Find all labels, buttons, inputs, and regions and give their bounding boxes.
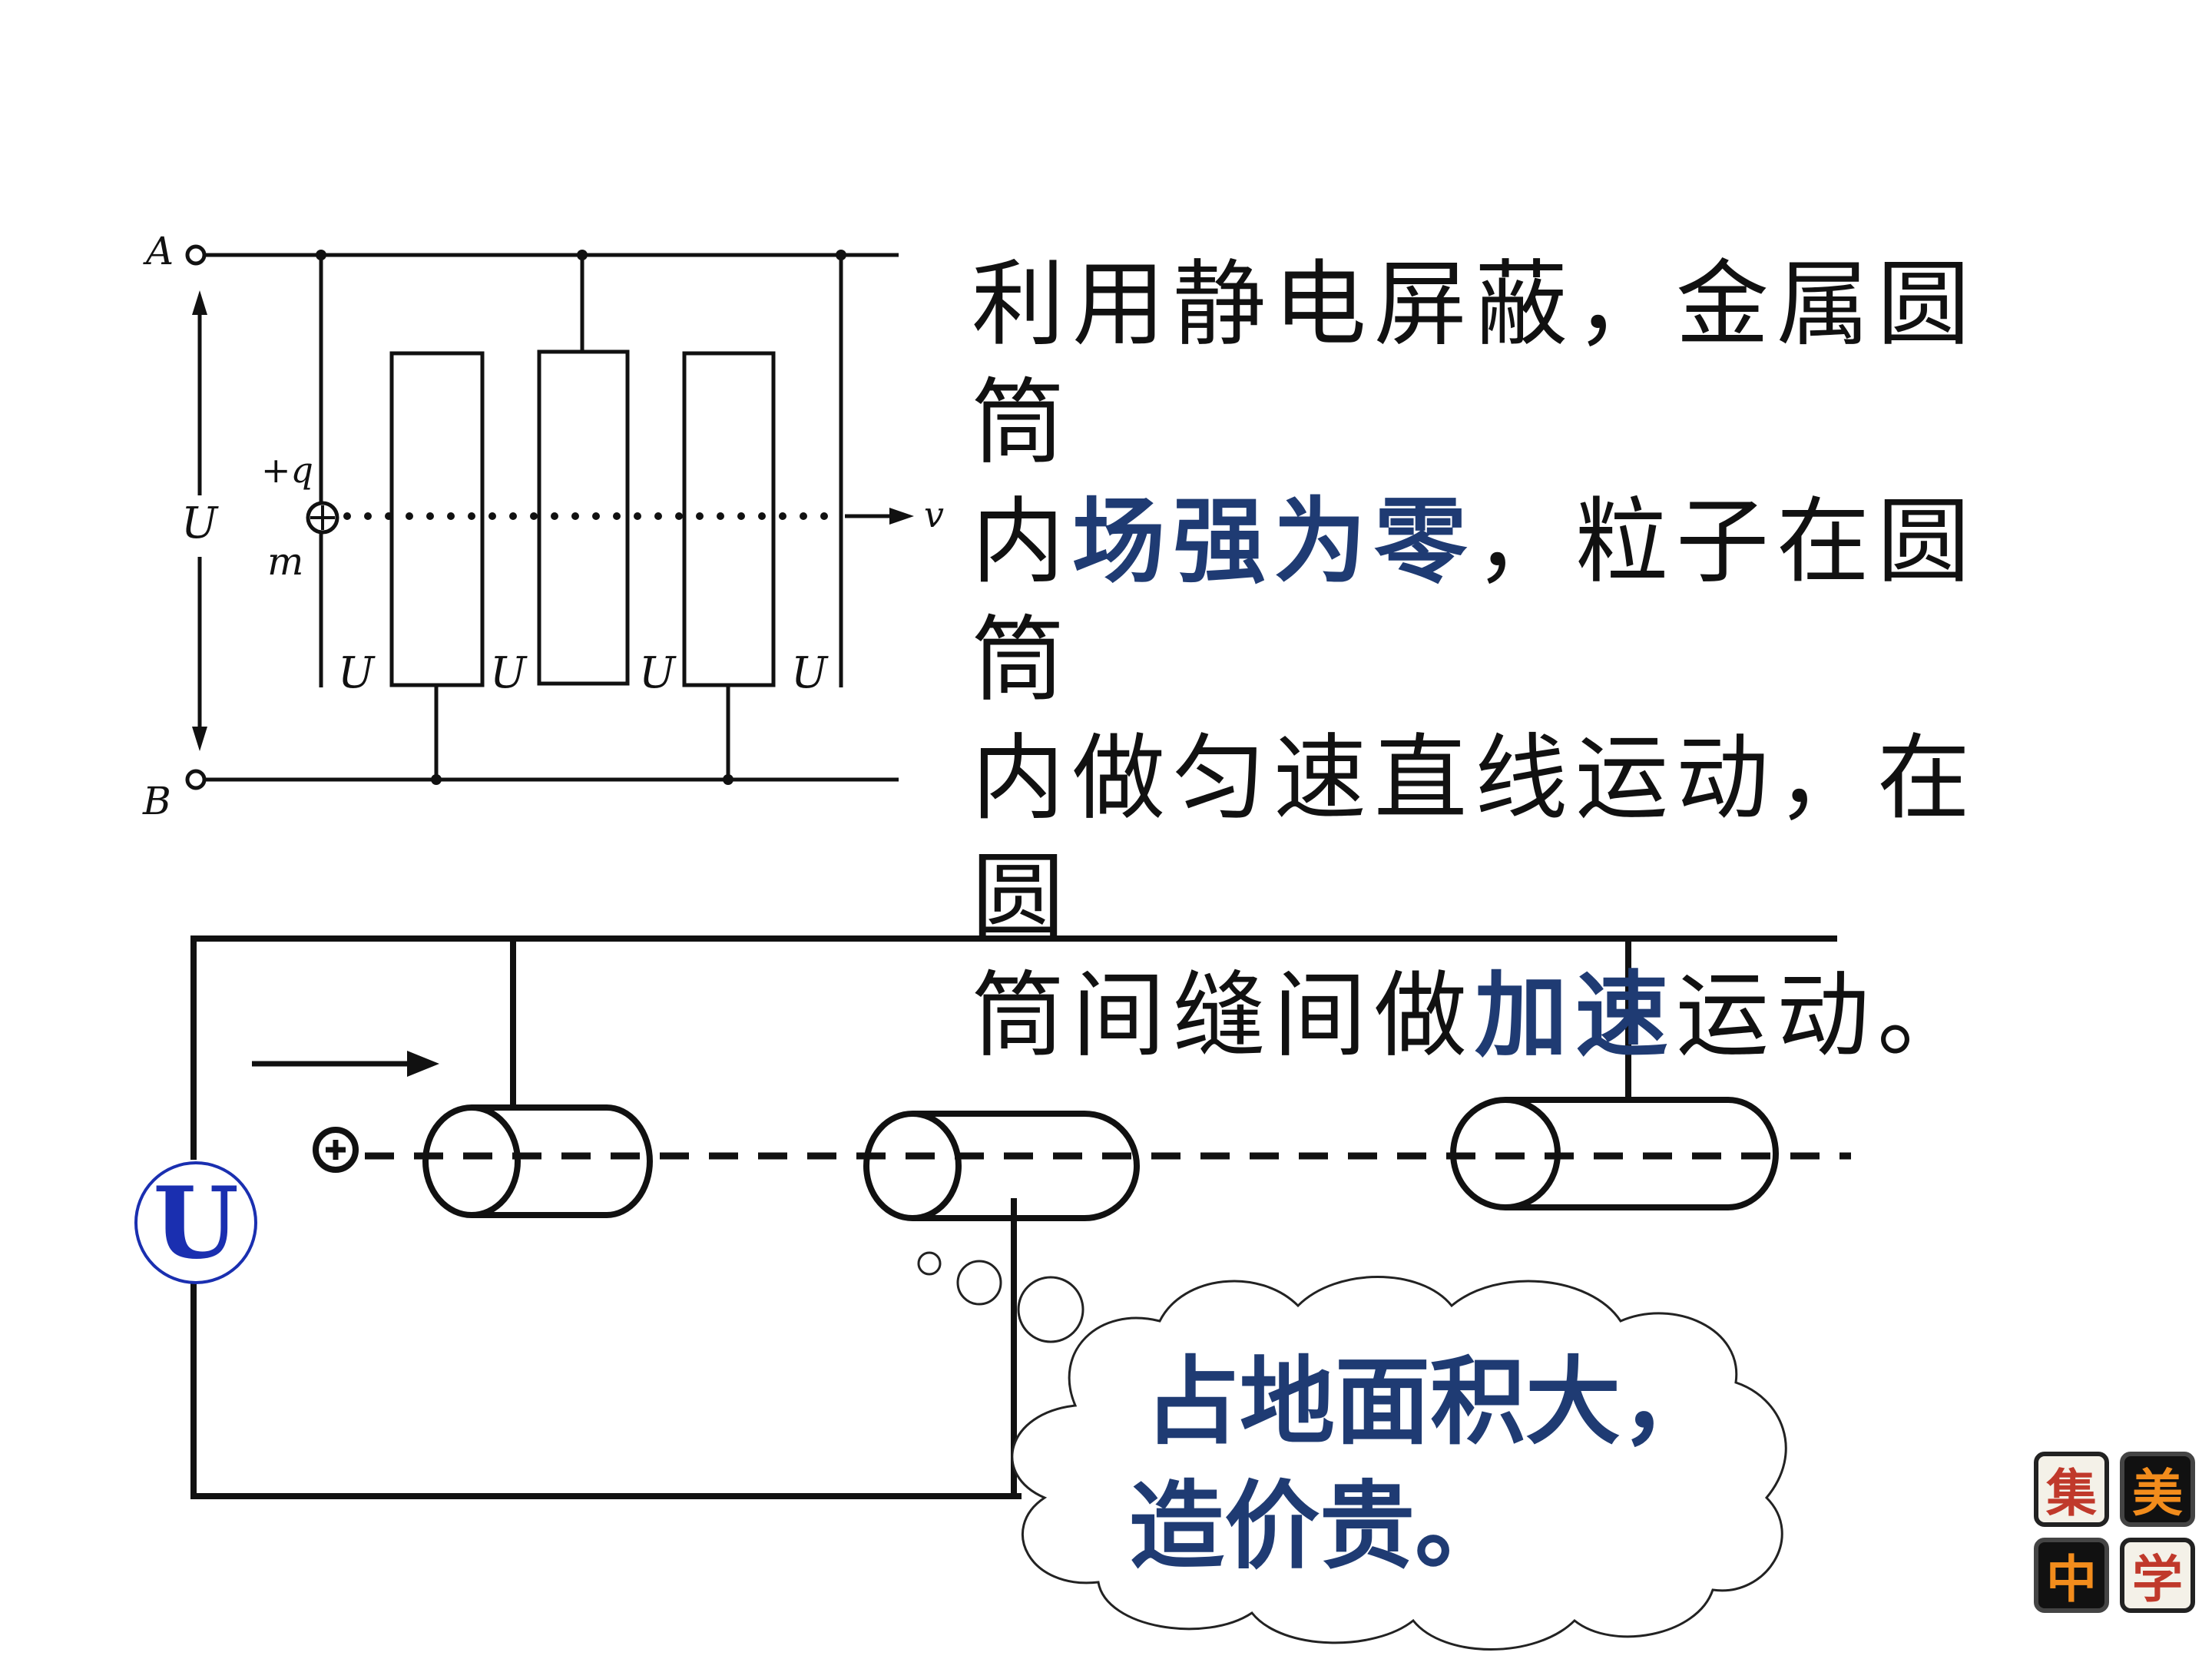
- label-velocity: v: [924, 494, 944, 535]
- desc-text: 利用静电屏蔽，金属圆筒: [972, 250, 1979, 477]
- voltage-source: U: [134, 1161, 257, 1284]
- desc-line-3: 内做匀速直线运动，在圆: [972, 720, 2062, 956]
- velocity-arrowhead: [889, 508, 914, 525]
- desc-text: ，粒子在圆筒: [972, 488, 1979, 714]
- label-mass: m: [267, 539, 303, 584]
- label-gap-voltage: U: [791, 648, 829, 698]
- source-label: U: [153, 1166, 239, 1281]
- cloud-caption: 占地面积大， 造价贵。: [1129, 1340, 1912, 1589]
- label-terminal-a: A: [143, 229, 174, 273]
- logo-char: 学: [2120, 1538, 2195, 1613]
- logo-char: 集: [2034, 1452, 2109, 1527]
- label-gap-voltage: U: [639, 648, 677, 698]
- label-terminal-b: B: [142, 779, 171, 823]
- cylinder-1: [472, 1104, 653, 1218]
- label-gap-voltage: U: [490, 648, 528, 698]
- junction-dot: [723, 774, 733, 785]
- junction-dot: [836, 250, 846, 260]
- junction-dot: [316, 250, 326, 260]
- source-circle: [134, 1161, 257, 1284]
- label-charge: +q: [261, 449, 313, 491]
- cloud-line-1: 占地面积大，: [1144, 1347, 1717, 1458]
- desc-highlight: 场强为零: [1072, 486, 1475, 596]
- logo-char: 美: [2120, 1452, 2195, 1527]
- cylinder-2: [912, 1111, 1140, 1221]
- arrowhead-up: [192, 290, 207, 315]
- desc-text: 筒间缝间做: [972, 962, 1475, 1070]
- desc-text: 内: [972, 488, 1073, 596]
- positive-ion: [313, 1127, 359, 1173]
- linear-accelerator-schematic: [185, 244, 914, 790]
- terminal-b-node: [185, 769, 207, 790]
- label-voltage: U: [181, 498, 219, 548]
- desc-text: 运动。: [1676, 962, 1979, 1070]
- arrowhead-down: [192, 727, 207, 751]
- description-text: 利用静电屏蔽，金属圆筒 内场强为零，粒子在圆筒 内做匀速直线运动，在圆 筒间缝间…: [972, 246, 2062, 1075]
- cylinder-3: [1505, 1097, 1779, 1210]
- terminal-a-node: [185, 244, 207, 266]
- schematic-labels: A B U +q m v U U U U: [142, 229, 944, 823]
- desc-line-1: 利用静电屏蔽，金属圆筒: [972, 246, 2062, 482]
- cloud-shape: [1011, 1276, 1787, 1651]
- drift-tube-circuit: [190, 935, 1851, 1499]
- cloud-line-2: 造价贵。: [1129, 1472, 1511, 1582]
- desc-line-4: 筒间缝间做加速运动。: [972, 956, 2062, 1075]
- logo-char: 中: [2034, 1538, 2109, 1613]
- direction-arrowhead: [407, 1051, 439, 1077]
- cylinder-2-end: [863, 1111, 962, 1221]
- school-logo: 集 美 中 学: [2034, 1452, 2199, 1617]
- thought-bubble: [917, 1251, 1787, 1651]
- desc-highlight: 加速: [1475, 960, 1677, 1070]
- desc-text: 内做匀速直线运动，在圆: [972, 724, 1979, 951]
- bubble-dot-small: [917, 1251, 942, 1276]
- label-gap-voltage: U: [338, 648, 376, 698]
- junction-dot: [431, 774, 442, 785]
- bubble-dot-large: [1017, 1276, 1084, 1343]
- drift-tube-1: [389, 351, 485, 687]
- bubble-dot-medium: [956, 1260, 1002, 1306]
- cylinder-1-end: [422, 1104, 521, 1218]
- desc-line-2: 内场强为零，粒子在圆筒: [972, 482, 2062, 720]
